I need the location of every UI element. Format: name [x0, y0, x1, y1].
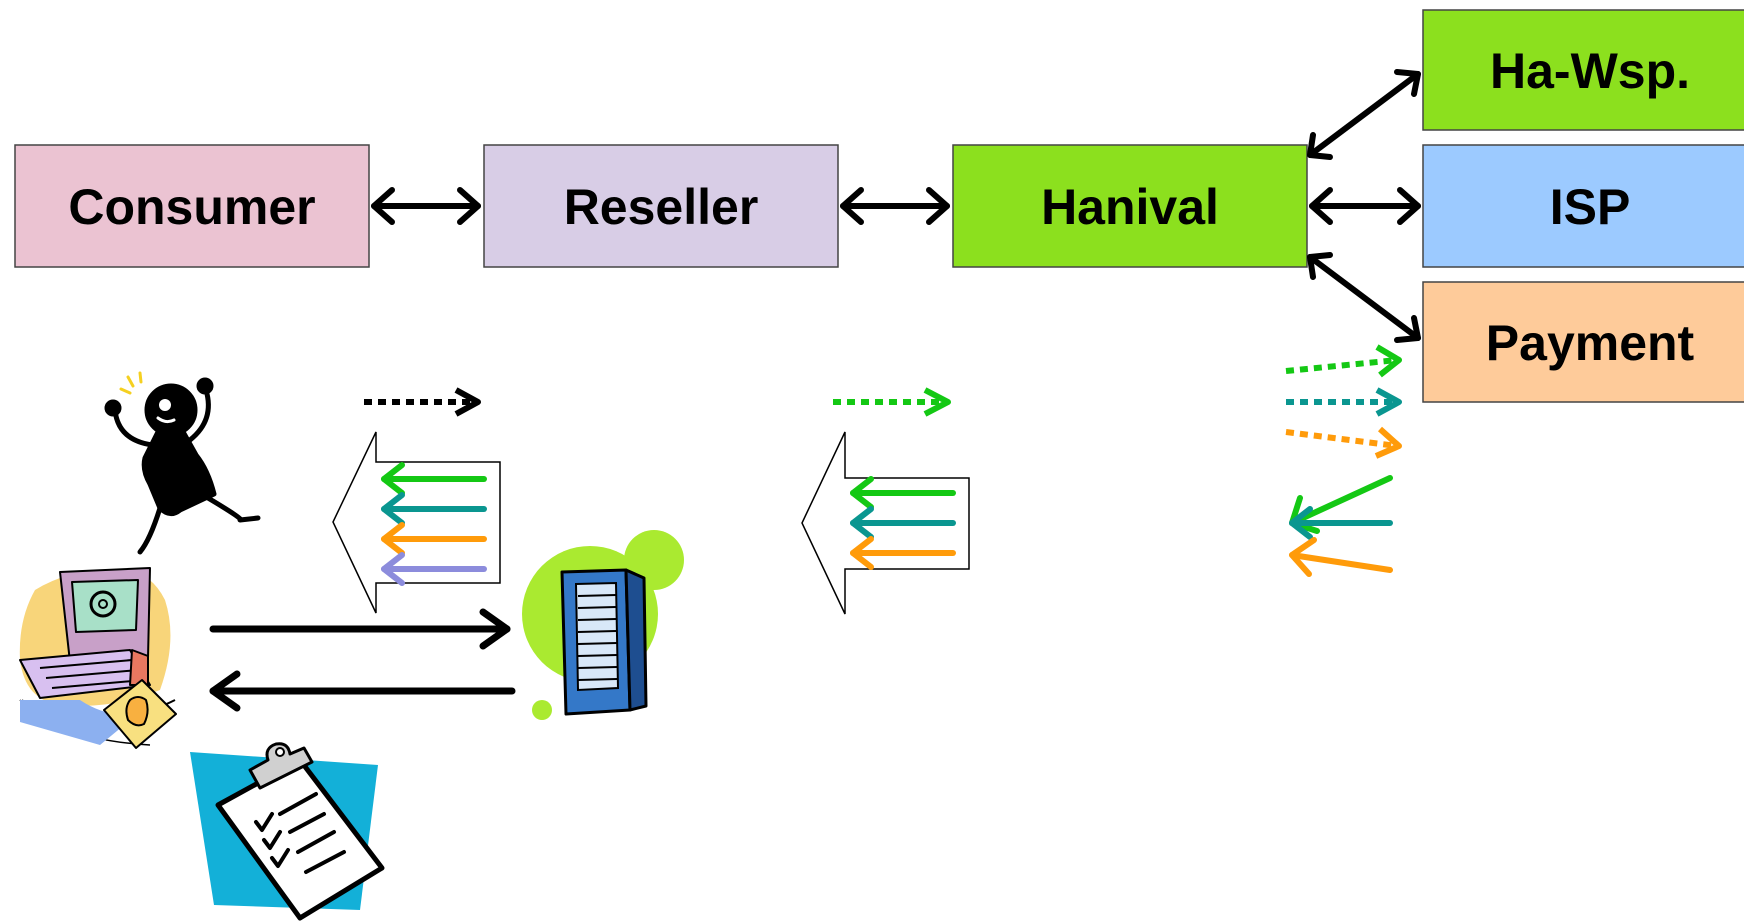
request-arrow-hanival-teal — [1286, 387, 1402, 417]
node-reseller: Reseller — [483, 144, 839, 268]
response-arrow-teal — [381, 492, 487, 526]
node-isp: ISP — [1422, 144, 1744, 268]
server-icon — [522, 530, 684, 720]
response-arrows-hanival — [1289, 475, 1393, 577]
response-arrow-orange — [1289, 537, 1393, 577]
reseller-box — [483, 144, 839, 268]
request-arrow-reseller — [833, 387, 951, 417]
node-consumer: Consumer — [14, 144, 370, 268]
edge-hanival-hawsp — [1307, 69, 1421, 160]
reseller-label: Reseller — [564, 179, 759, 235]
computer-icon — [19, 567, 177, 749]
node-hawsp: Ha-Wsp. — [1422, 9, 1744, 131]
request-arrow-hanival-green — [1285, 344, 1402, 378]
clipboard-icon — [190, 742, 385, 921]
response-arrow-green — [850, 476, 956, 510]
consumer-label: Consumer — [68, 179, 315, 235]
block-arrow-outline — [332, 431, 501, 614]
response-bundle-reseller — [801, 431, 970, 615]
arrow-server-to-computer — [209, 670, 516, 712]
consumer-box — [14, 144, 370, 268]
payment-box — [1422, 281, 1744, 403]
edge-reseller-hanival — [840, 187, 950, 225]
response-bundle-consumer — [332, 431, 501, 614]
response-arrow-orange — [850, 536, 956, 570]
response-arrow-teal — [1289, 506, 1393, 540]
node-hanival: Hanival — [952, 144, 1308, 268]
isp-label: ISP — [1550, 179, 1631, 235]
request-arrow-hanival-orange — [1285, 426, 1402, 459]
node-payment: Payment — [1422, 281, 1744, 403]
response-arrow-purple — [381, 552, 487, 586]
response-arrow-teal — [850, 506, 956, 540]
stick-figure-icon — [104, 371, 261, 555]
response-arrow-orange — [381, 522, 487, 556]
hawsp-box — [1422, 9, 1744, 131]
edge-hanival-payment — [1307, 252, 1421, 343]
hanival-box — [952, 144, 1308, 268]
arrow-computer-to-server — [209, 608, 511, 650]
request-arrow-consumer — [364, 387, 481, 417]
edge-hanival-isp — [1309, 187, 1421, 225]
isp-box — [1422, 144, 1744, 268]
hanival-label: Hanival — [1041, 179, 1219, 235]
hawsp-label: Ha-Wsp. — [1490, 43, 1690, 99]
response-arrow-green — [381, 462, 487, 496]
payment-label: Payment — [1486, 315, 1695, 371]
edge-consumer-reseller — [371, 187, 481, 225]
